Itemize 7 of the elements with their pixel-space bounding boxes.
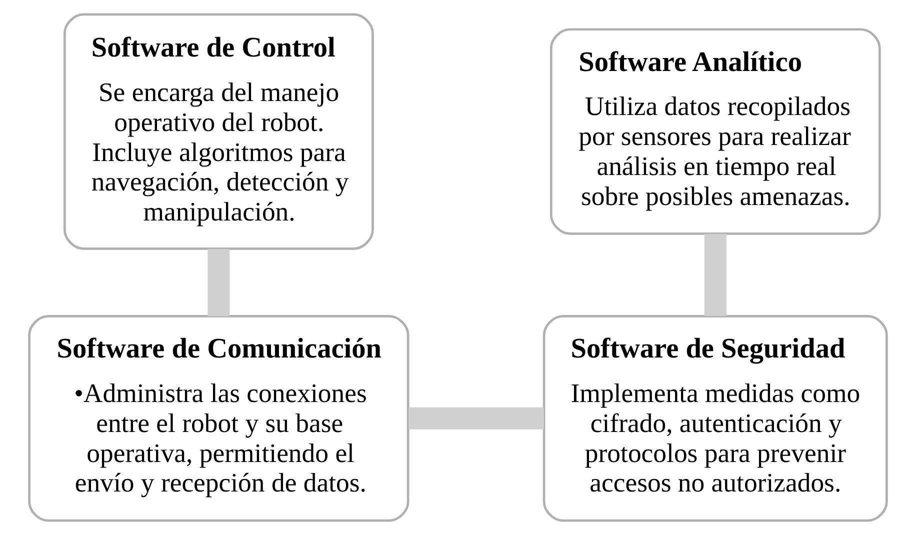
connector <box>704 234 726 316</box>
node-box: Software Analítico Utiliza datos recopilados por sensores para realizar análisis en tiempo real sobre posibles amenazas. <box>549 28 880 235</box>
node-box: Software de Comunicación •Administra las conexiones entre el robot y su base operativa, permitiendo el envío y recepción de datos. <box>28 315 409 522</box>
connector <box>207 249 230 316</box>
node-box: Software de Seguridad Implementa medidas como cifrado, autenticación y protocolos para prevenir accesos no autorizados. <box>542 315 888 522</box>
connector <box>408 407 544 430</box>
node-box: Software de Control Se encarga del manejo operativo del robot. Incluye algoritmos para navegación, detección y manipulación. <box>62 13 374 250</box>
